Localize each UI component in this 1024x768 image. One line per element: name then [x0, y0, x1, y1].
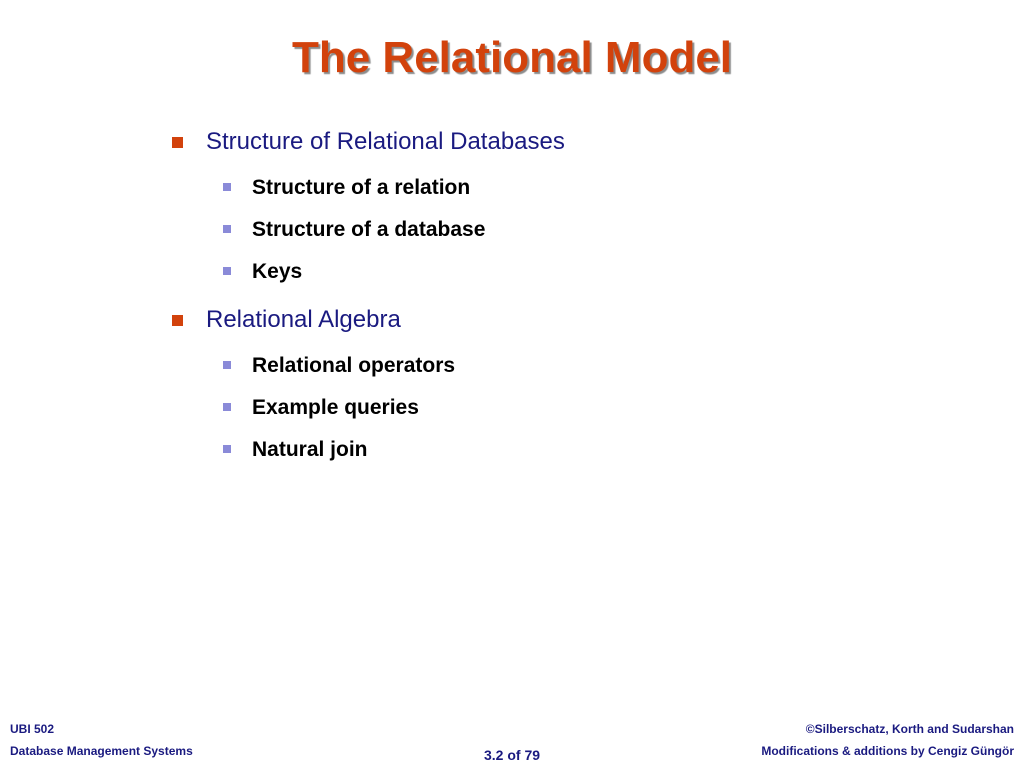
footer-page-number: 3.2 of 79	[483, 747, 541, 763]
section-item: Structure of a relation	[252, 176, 471, 199]
section-heading: Structure of Relational Databases	[206, 128, 565, 155]
bullet-level2: Example queries	[168, 394, 868, 422]
bullet-level1: Relational Algebra	[168, 302, 868, 338]
footer-copyright: ©Silberschatz, Korth and Sudarshan	[805, 722, 1014, 736]
section-item: Example queries	[252, 396, 419, 419]
footer-course-name: Database Management Systems	[10, 744, 193, 758]
slide-content: Structure of Relational Databases Struct…	[168, 124, 868, 480]
small-square-bullet-icon	[223, 183, 231, 191]
square-bullet-icon	[172, 315, 183, 326]
section-item: Relational operators	[252, 354, 456, 377]
bullet-level2: Structure of a database	[168, 216, 868, 244]
section-item: Keys	[252, 260, 303, 283]
section-item: Natural join	[252, 438, 368, 461]
footer-course-code: UBI 502	[10, 722, 55, 736]
small-square-bullet-icon	[223, 225, 231, 233]
square-bullet-icon	[172, 137, 183, 148]
small-square-bullet-icon	[223, 361, 231, 369]
footer-modifications: Modifications & additions by Cengiz Güng…	[761, 744, 1014, 758]
bullet-level2: Keys	[168, 258, 868, 286]
small-square-bullet-icon	[223, 403, 231, 411]
bullet-level2: Relational operators	[168, 352, 868, 380]
section-structure: Structure of Relational Databases Struct…	[168, 124, 868, 286]
bullet-level2: Structure of a relation	[168, 174, 868, 202]
section-heading: Relational Algebra	[206, 306, 401, 333]
section-item: Structure of a database	[252, 218, 486, 241]
section-algebra: Relational Algebra Relational operators …	[168, 302, 868, 464]
small-square-bullet-icon	[223, 445, 231, 453]
bullet-level1: Structure of Relational Databases	[168, 124, 868, 160]
small-square-bullet-icon	[223, 267, 231, 275]
slide-title: The Relational Model	[291, 33, 733, 82]
bullet-level2: Natural join	[168, 436, 868, 464]
